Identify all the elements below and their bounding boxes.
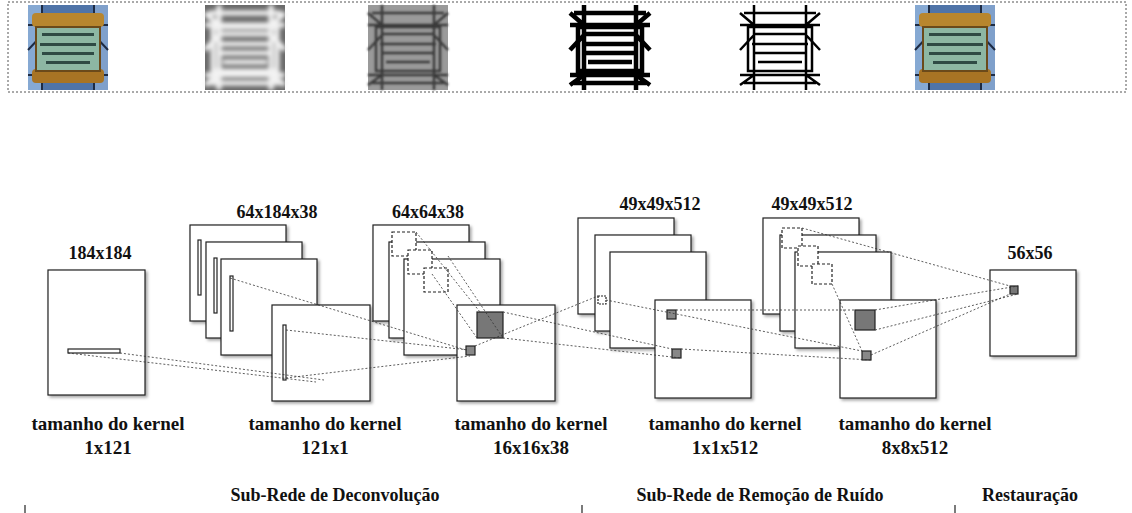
kernel-size-label: tamanho do kernel 1x121 xyxy=(12,412,204,460)
section-label: Sub-Rede de Deconvolução xyxy=(185,484,485,507)
dimension-label: 184x184 xyxy=(40,242,160,265)
kernel-size-label: tamanho do kernel 121x1 xyxy=(229,412,421,460)
dimension-label: 64x64x38 xyxy=(363,201,493,224)
dimension-label: 64x184x38 xyxy=(212,201,342,224)
section-label: Restauração xyxy=(955,484,1105,507)
dimension-label: 56x56 xyxy=(970,242,1090,265)
kernel-size-label: tamanho do kernel 8x8x512 xyxy=(819,412,1011,460)
kernel-size-label: tamanho do kernel 1x1x512 xyxy=(629,412,821,460)
kernel-size-label: tamanho do kernel 16x16x38 xyxy=(435,412,627,460)
dimension-label: 49x49x512 xyxy=(595,193,725,216)
dimension-label: 49x49x512 xyxy=(747,193,877,216)
section-label: Sub-Rede de Remoção de Ruído xyxy=(595,484,925,507)
